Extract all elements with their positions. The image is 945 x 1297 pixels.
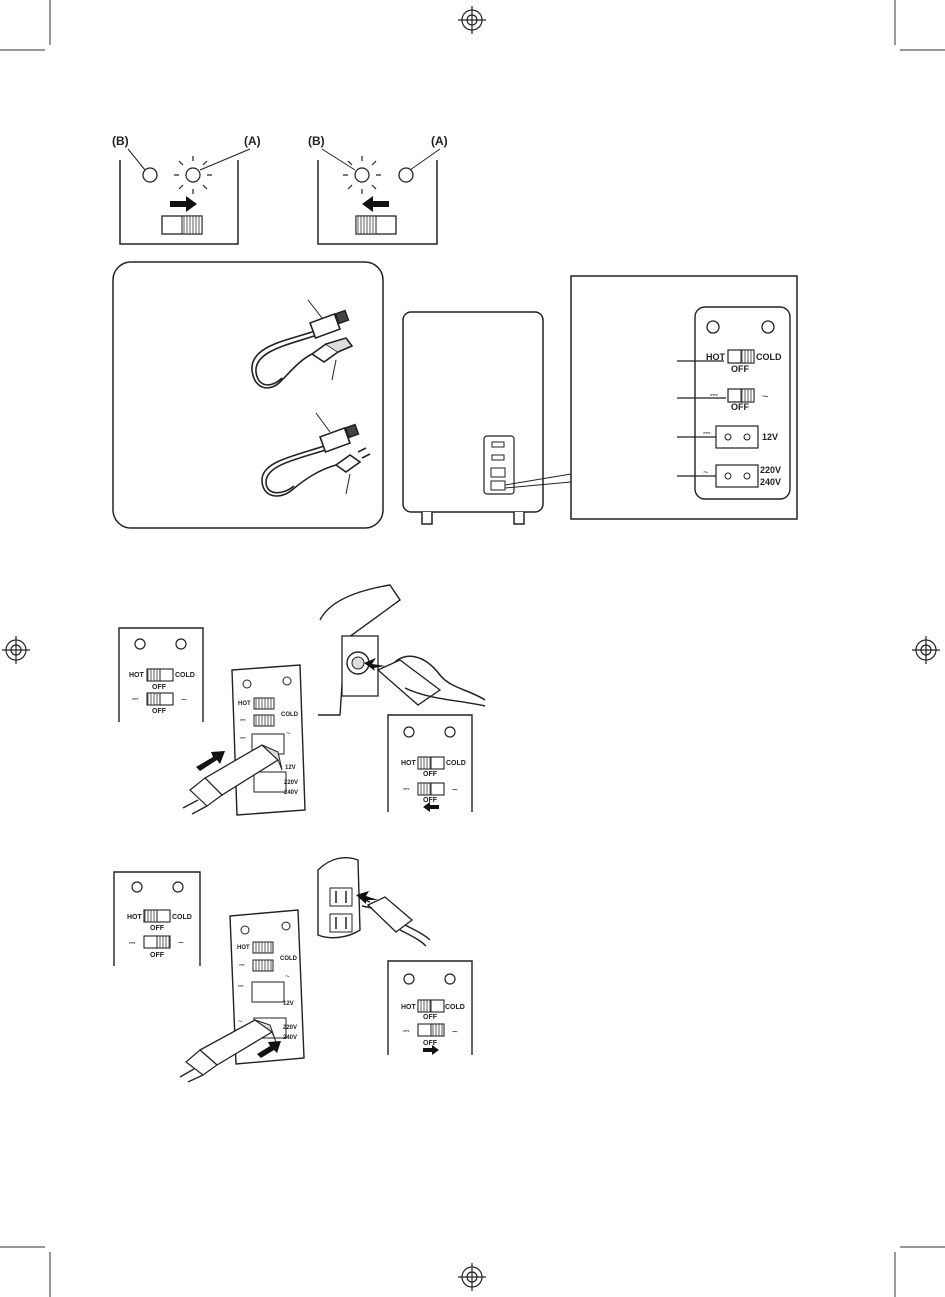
label-a: (A)	[244, 134, 261, 148]
registration-mark-right	[912, 636, 940, 664]
arrow-right-icon	[170, 196, 197, 212]
svg-text:12V: 12V	[283, 1001, 294, 1007]
svg-text:OFF: OFF	[423, 1040, 438, 1047]
ac-setup-result-panel: HOT COLD OFF ⎓ ~ OFF	[388, 961, 472, 1055]
svg-text:220V: 220V	[284, 780, 298, 786]
svg-text:OFF: OFF	[152, 684, 167, 691]
dc-setup-result-panel: HOT COLD OFF ⎓ ~ OFF	[388, 715, 472, 812]
svg-text:HOT: HOT	[238, 701, 251, 707]
svg-text:HOT: HOT	[401, 760, 417, 767]
svg-text:~: ~	[181, 695, 187, 706]
mode-hot-label: HOT	[706, 352, 726, 362]
ac-socket-symbol: ~	[703, 467, 708, 477]
svg-text:220V: 220V	[283, 1025, 297, 1031]
svg-text:OFF: OFF	[423, 1014, 438, 1021]
svg-text:HOT: HOT	[237, 945, 250, 951]
svg-text:HOT: HOT	[127, 914, 143, 921]
svg-text:HOT: HOT	[129, 672, 145, 679]
svg-text:~: ~	[285, 972, 290, 981]
svg-text:⎓: ⎓	[239, 962, 245, 969]
svg-text:~: ~	[452, 1027, 458, 1038]
svg-text:⎓: ⎓	[403, 784, 410, 793]
indicator-light-b-off	[143, 168, 157, 182]
svg-text:OFF: OFF	[150, 952, 165, 959]
label-b: (B)	[308, 134, 325, 148]
svg-text:⎓: ⎓	[240, 717, 246, 724]
svg-text:COLD: COLD	[446, 760, 466, 767]
dc-setup-closeup-plug: HOT COLD ⎓ ~ ⎓ 12V 220V 240V	[183, 665, 305, 815]
svg-text:COLD: COLD	[280, 956, 298, 962]
registration-mark-bottom	[458, 1263, 486, 1291]
svg-text:~: ~	[238, 1017, 243, 1026]
control-panel-closeup: HOT COLD OFF ⎓ ~ OFF ⎓ 12V ~ 220V 240V	[571, 276, 797, 519]
ac-voltage-label-1: 220V	[760, 465, 781, 475]
svg-text:HOT: HOT	[401, 1004, 417, 1011]
svg-text:⎓: ⎓	[129, 938, 136, 947]
svg-text:~: ~	[178, 938, 184, 949]
indicator-light-a-on	[174, 156, 212, 194]
power-cables-box	[113, 262, 383, 528]
svg-text:COLD: COLD	[281, 712, 299, 718]
label-b: (B)	[112, 134, 129, 148]
svg-text:⎓: ⎓	[403, 1026, 410, 1035]
svg-text:240V: 240V	[283, 1035, 297, 1041]
car-socket-illustration	[318, 585, 485, 715]
indicator-light-b-on	[343, 156, 381, 194]
ac-symbol: ~	[762, 391, 768, 403]
svg-text:~: ~	[452, 785, 458, 796]
svg-text:~: ~	[286, 729, 291, 738]
indicator-light-a-off	[399, 168, 413, 182]
dc-socket	[716, 426, 758, 448]
svg-text:⎓: ⎓	[240, 735, 246, 742]
insert-arrow-icon	[196, 751, 225, 771]
indicator-figure-right: (B) (A)	[308, 134, 448, 244]
svg-text:OFF: OFF	[423, 771, 438, 778]
wall-outlet-illustration	[318, 858, 430, 946]
label-a: (A)	[431, 134, 448, 148]
ac-socket	[716, 465, 758, 487]
dc-symbol: ⎓	[710, 390, 718, 401]
svg-text:OFF: OFF	[152, 708, 167, 715]
dc-setup-small-panel: HOT COLD OFF ⎓ ~ OFF	[119, 628, 203, 722]
mode-off-label: OFF	[731, 364, 749, 374]
svg-text:⎓: ⎓	[132, 694, 139, 703]
ac-setup-closeup-plug: HOT COLD ⎓ ~ ⎓ 12V ~ 220V 240V	[180, 910, 304, 1082]
power-off-label: OFF	[731, 402, 749, 412]
svg-text:COLD: COLD	[172, 914, 192, 921]
mode-cold-label: COLD	[756, 352, 782, 362]
cooler-box-illustration	[403, 312, 571, 524]
ac-voltage-label-2: 240V	[760, 477, 781, 487]
dc-socket-symbol: ⎓	[703, 428, 710, 438]
dc-voltage-label: 12V	[762, 432, 778, 442]
ac-setup-small-panel: HOT COLD OFF ⎓ ~ OFF	[114, 872, 200, 966]
svg-text:OFF: OFF	[423, 797, 438, 804]
arrow-left-icon	[362, 196, 389, 212]
svg-text:COLD: COLD	[175, 672, 195, 679]
svg-text:12V: 12V	[285, 765, 296, 771]
registration-mark-top	[458, 6, 486, 34]
indicator-figure-left: (B) (A)	[112, 134, 261, 244]
svg-text:OFF: OFF	[150, 925, 165, 932]
svg-text:⎓: ⎓	[238, 983, 244, 990]
svg-text:240V: 240V	[284, 790, 298, 796]
registration-mark-left	[2, 636, 30, 664]
svg-text:COLD: COLD	[445, 1004, 465, 1011]
